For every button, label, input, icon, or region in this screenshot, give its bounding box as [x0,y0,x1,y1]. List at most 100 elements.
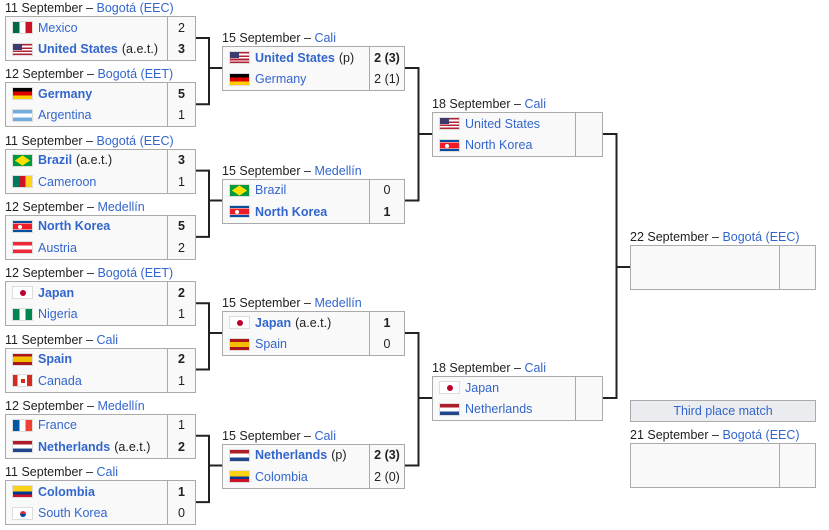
flag-es-icon [12,352,33,366]
team-name-link[interactable]: France [38,418,77,433]
team-cell: France [5,413,168,437]
quarter-finals-match-3-venue-link[interactable]: Medellín [314,296,362,310]
final-match-1-venue-link[interactable]: Bogotá (EEC) [722,230,800,244]
score-cell: 2 (1) [370,68,405,91]
flag-de-icon [12,87,33,101]
team-name-link[interactable]: Netherlands [255,448,328,462]
flag-jp-icon [229,316,250,329]
date-separator: – [82,332,97,347]
team-name-link[interactable]: North Korea [255,204,328,219]
round-of-16-match-7-venue-link[interactable]: Medellín [97,398,145,413]
round-of-16-match-7-team-row: Netherlands(a.e.t.)2 [5,435,196,459]
semi-finals-match-1-venue-link[interactable]: Cali [524,97,546,111]
round-of-16-match-3-venue-link[interactable]: Bogotá (EEC) [96,133,174,148]
score-cell: 2 [168,347,196,371]
date-separator: – [510,97,525,111]
team-cell: Brazil [222,178,370,202]
flag-jp-icon [12,286,33,300]
flag-kp-icon [12,219,33,233]
flag-de-icon [229,72,250,86]
team-name-link[interactable]: Netherlands [38,439,111,454]
team-cell: United States(p) [222,46,370,69]
round-of-16-match-2-venue-link[interactable]: Bogotá (EET) [97,67,174,82]
team-name-link[interactable]: Cameroon [38,174,97,189]
team-name-link[interactable]: Colombia [38,484,95,499]
round-of-16-match-1-team-row: United States(a.e.t.)3 [5,38,196,61]
team-name-link[interactable]: Mexico [38,20,78,35]
round-of-16-match-8-venue-link[interactable]: Cali [96,465,119,480]
quarter-finals-match-1-date: 15 September [222,31,301,45]
round-of-16-match-6-venue-link[interactable]: Cali [96,332,119,347]
round-of-16-match-3-header: 11 September – Bogotá (EEC) [5,134,174,148]
semi-finals-match-2-venue-link[interactable]: Cali [524,361,546,375]
round-of-16-match-8-date: 11 September [5,465,83,480]
team-name-link[interactable]: Nigeria [38,307,78,322]
date-separator: – [83,199,98,214]
team-name-link[interactable]: North Korea [465,138,533,152]
team-name-link[interactable]: Canada [38,373,82,388]
round-of-16-match-5-venue-link[interactable]: Bogotá (EET) [97,266,174,281]
semi-finals-match-2-date: 18 September [432,361,511,375]
team-cell: Japan [5,281,168,305]
flag-br-icon [12,153,33,167]
team-name-link[interactable]: Germany [255,72,307,86]
team-name-link[interactable]: Austria [38,240,77,255]
team-name-link[interactable]: Spain [255,337,287,351]
flag-co-icon [229,470,250,483]
team-name-link[interactable]: Spain [38,352,73,366]
round-of-16-match-3-date: 11 September [5,133,83,148]
quarter-finals-match-1-team-row: Germany 2 (1) [222,68,405,91]
team-name-link[interactable]: Brazil [38,153,73,168]
quarter-finals-match-2-venue-link[interactable]: Medellín [314,163,362,178]
round-of-16-match-4-date: 12 September [5,199,84,214]
team-cell [630,267,780,290]
team-cell: South Korea [5,502,168,526]
team-cell [630,465,780,488]
team-name-link[interactable]: Argentina [38,108,92,123]
team-name-link[interactable]: United States [465,116,541,131]
result-note: (a.e.t.) [76,153,113,168]
team-name-link[interactable]: Japan [38,285,75,300]
round-of-16-match-5-date: 12 September [5,266,84,281]
team-name-link[interactable]: Japan [255,315,292,330]
team-name-link[interactable]: United States [255,50,335,65]
score-cell: 2 (3) [370,443,405,467]
quarter-finals-match-2-team-row: North Korea 1 [222,200,405,224]
final-match-1-team-row [630,267,816,290]
result-note: (a.e.t.) [121,42,159,56]
date-separator: – [83,266,98,281]
score-cell: 1 [168,170,196,194]
team-name-link[interactable]: Brazil [255,183,287,197]
team-name-link[interactable]: Germany [38,86,93,101]
team-name-link[interactable]: Colombia [255,469,308,484]
round-of-16-match-1-venue-link[interactable]: Bogotá (EEC) [96,1,174,15]
bracket-connector-line [196,434,210,504]
team-name-link[interactable]: North Korea [38,219,111,234]
bracket-connector-line [196,169,210,238]
third-place-match-venue-link[interactable]: Bogotá (EEC) [722,428,800,442]
team-name-link[interactable]: South Korea [38,506,108,521]
score-cell: 1 [168,413,196,437]
team-name-link[interactable]: Netherlands [465,402,533,416]
third-place-match-label[interactable]: Third place match [630,400,816,422]
round-of-16-match-3-team-row: Brazil(a.e.t.)3 [5,148,196,172]
round-of-16-match-7-date: 12 September [5,398,84,413]
team-cell: North Korea [432,134,576,157]
date-separator: – [83,67,98,82]
round-of-16-match-4-header: 12 September – Medellín [5,200,145,214]
quarter-finals-match-1-venue-link[interactable]: Cali [314,31,336,45]
score-cell: 1 [370,200,405,224]
flag-ca-icon [12,374,33,387]
team-name-link[interactable]: United States [38,42,118,56]
round-of-16-match-4-venue-link[interactable]: Medellín [97,199,145,214]
result-note: (a.e.t.) [114,439,151,454]
score-cell [576,376,603,399]
team-name-link[interactable]: Japan [465,380,500,395]
flag-at-icon [12,241,33,255]
quarter-finals-match-4-venue-link[interactable]: Cali [314,428,336,443]
